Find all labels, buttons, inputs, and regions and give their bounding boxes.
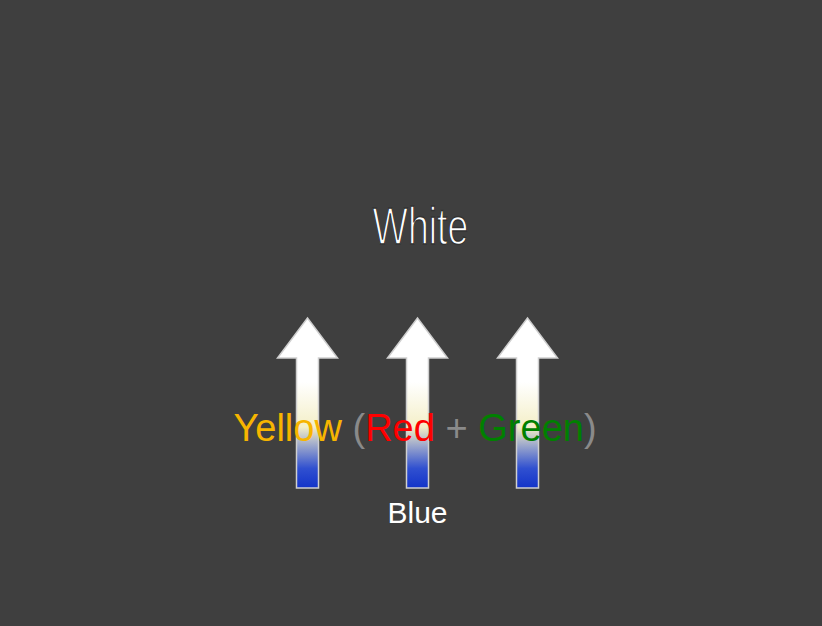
- phosphor-dot: [405, 356, 437, 388]
- phosphor-dot: [220, 480, 252, 512]
- phosphor-dot: [423, 449, 455, 481]
- phosphor-dot: [645, 387, 677, 419]
- phosphor-dot: [497, 449, 529, 481]
- phosphor-dot: [553, 356, 585, 388]
- phosphor-dot: [127, 449, 159, 481]
- phosphor-dot: [220, 356, 252, 388]
- led-housing: [75, 350, 755, 555]
- reflector-cup: [120, 350, 715, 537]
- phosphor-dot: [294, 356, 326, 388]
- text-row: Blue: [270, 488, 565, 537]
- phosphor-dot: [164, 449, 196, 481]
- phosphor-dot: [275, 449, 307, 481]
- phosphor-dot: [349, 449, 381, 481]
- phosphor-dot: [682, 449, 714, 481]
- blue-label: Blue: [387, 496, 447, 529]
- phosphor-dot: [183, 356, 215, 388]
- blue-led-chip: Blue: [270, 488, 565, 537]
- phosphor-dot: [312, 449, 344, 481]
- phosphor-dot: [201, 449, 233, 481]
- white-light-dome-shape: [105, 30, 735, 318]
- red-label: Red: [365, 408, 435, 450]
- phosphor-dot: [553, 480, 585, 512]
- phosphor-dot: [238, 449, 270, 481]
- light-arrow: [498, 318, 558, 488]
- paren-label: (: [352, 408, 365, 450]
- phosphor-dot: [257, 480, 289, 512]
- phosphor-dot: [664, 480, 696, 512]
- phosphor-dot: [127, 387, 159, 419]
- light-glow: [102, 32, 738, 626]
- phosphor-particles: [109, 356, 733, 512]
- chip-body: [270, 488, 565, 537]
- white-light-dome: White: [105, 30, 735, 318]
- phosphor-dot: [331, 356, 363, 388]
- phosphor-dot: [534, 449, 566, 481]
- phosphor-dot: [645, 449, 677, 481]
- phosphor-dot: [701, 356, 733, 388]
- phosphor-dot: [627, 356, 659, 388]
- phosphor-dot: [183, 480, 215, 512]
- white-label: White: [372, 198, 468, 255]
- phosphor-dot: [109, 418, 141, 450]
- phosphor-dot: [109, 480, 141, 512]
- phosphor-dot: [146, 480, 178, 512]
- paren-label: ): [584, 408, 597, 450]
- phosphor-dot: [590, 480, 622, 512]
- phosphor-dot: [109, 356, 141, 388]
- phosphor-dot: [146, 356, 178, 388]
- phosphor-dot: [183, 418, 215, 450]
- text-row: Yellow (Red+ Green): [75, 408, 755, 450]
- phosphor-dot: [294, 480, 326, 512]
- phosphor-dot: [516, 356, 548, 388]
- light-arrow: [278, 318, 338, 488]
- phosphor-dot: [386, 449, 418, 481]
- phosphor-dot: [664, 418, 696, 450]
- phosphor-dot: [627, 418, 659, 450]
- phosphor-dot: [146, 418, 178, 450]
- phosphor-cup: Yellow (Red+ Green) Blue: [75, 350, 755, 555]
- green-label: Green: [478, 408, 584, 450]
- phosphor-dot: [608, 449, 640, 481]
- phosphor-dot: [516, 480, 548, 512]
- phosphor-dot: [608, 387, 640, 419]
- yellow-label: Yellow: [233, 408, 341, 450]
- phosphor-dot: [164, 387, 196, 419]
- phosphor-dot: [257, 356, 289, 388]
- text-row: White: [105, 198, 735, 255]
- phosphor-dot: [368, 356, 400, 388]
- phosphor-dot: [571, 449, 603, 481]
- phosphor-dot: [627, 480, 659, 512]
- phosphor-dot: [590, 356, 622, 388]
- phosphor-dot: [479, 480, 511, 512]
- phosphor-dot: [201, 387, 233, 419]
- phosphor-dot: [460, 449, 492, 481]
- phosphor-dot: [479, 356, 511, 388]
- phosphor-dot: [682, 387, 714, 419]
- phosphor-dot: [701, 480, 733, 512]
- plus-label: +: [445, 408, 467, 450]
- phosphor-dot: [331, 480, 363, 512]
- phosphor-dot: [442, 356, 474, 388]
- phosphor-dot: [664, 356, 696, 388]
- phosphor-dot: [701, 418, 733, 450]
- light-arrow: [388, 318, 448, 488]
